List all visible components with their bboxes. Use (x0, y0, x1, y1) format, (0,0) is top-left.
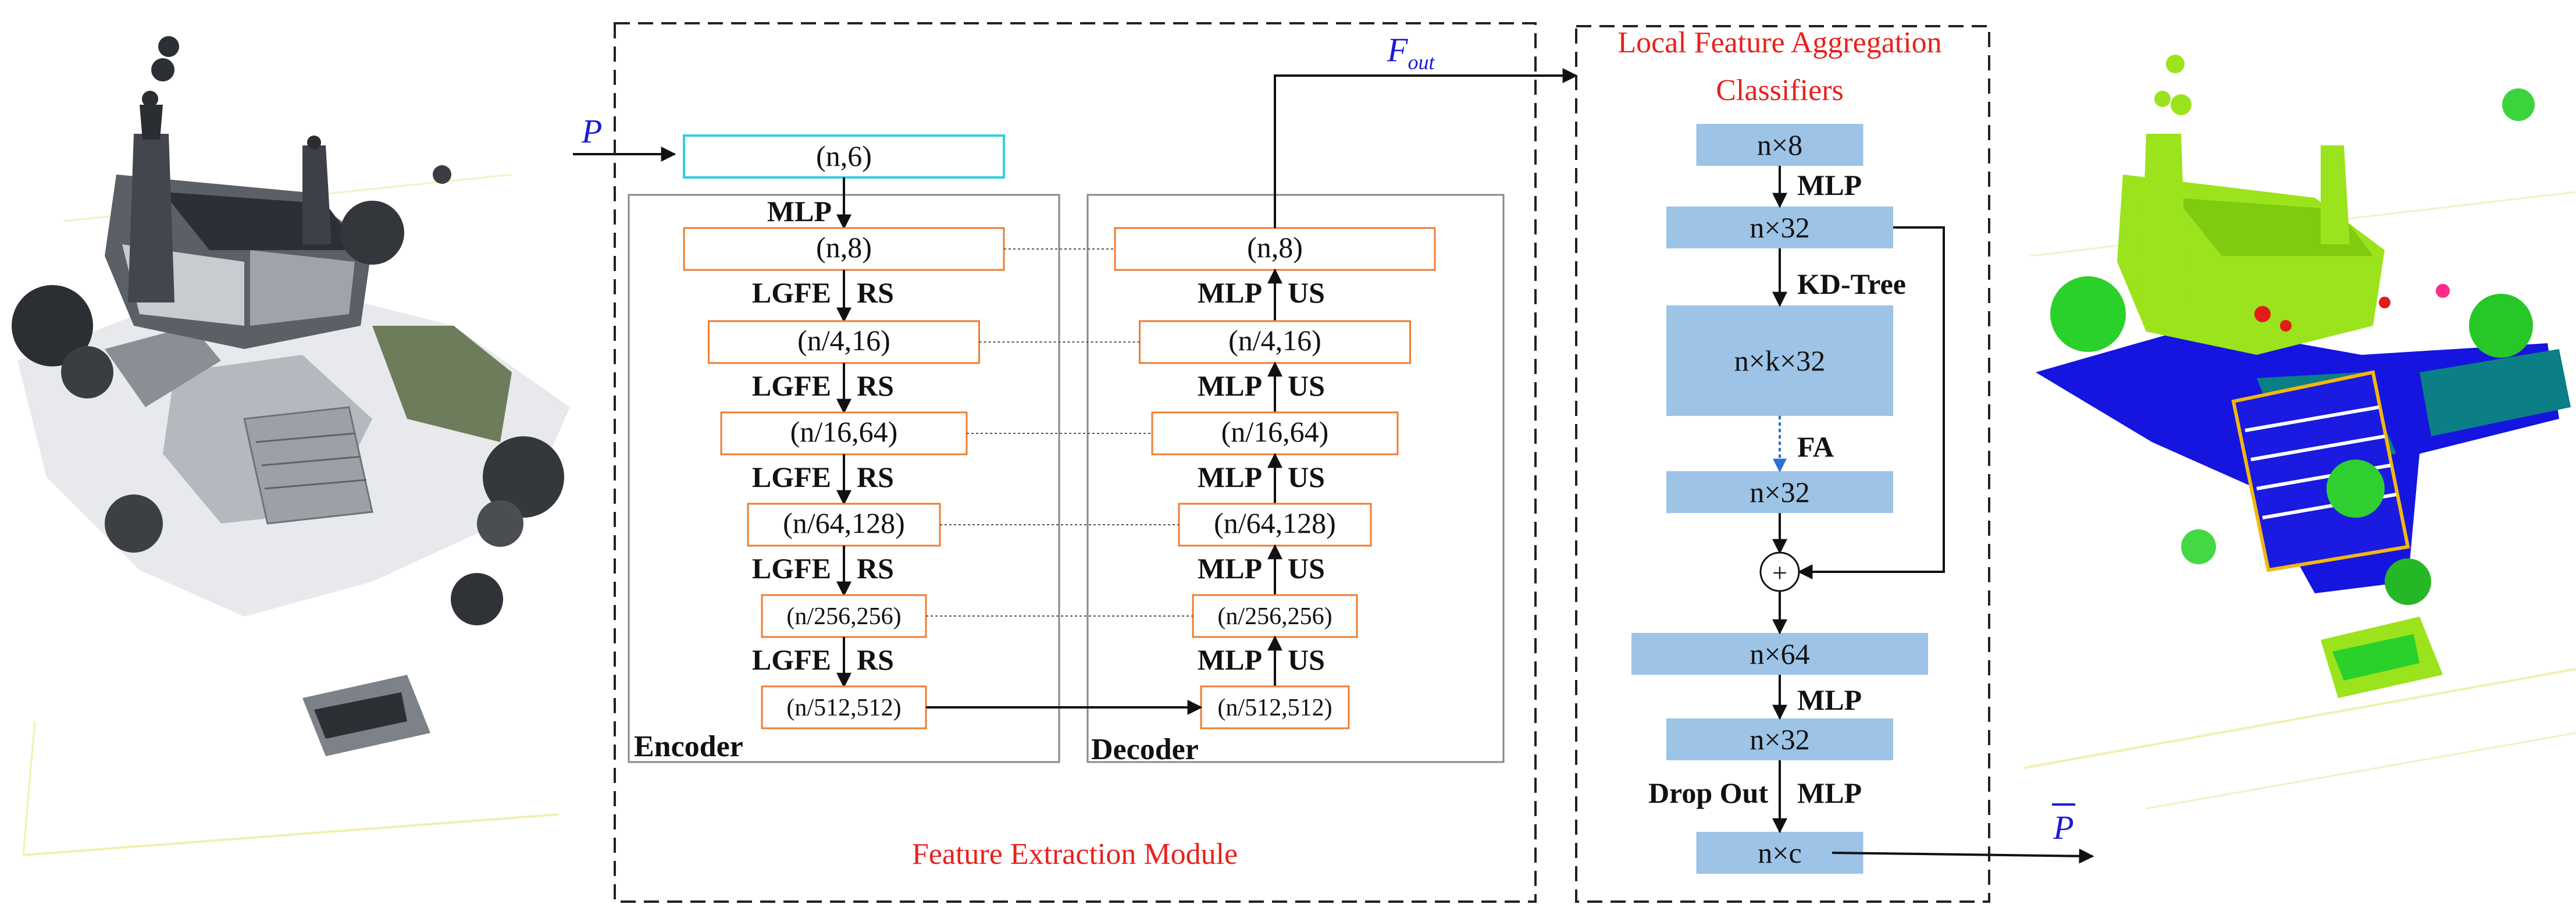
sum-symbol: + (1772, 558, 1787, 588)
fout-label: Fout (1387, 31, 1435, 74)
decoder-block-label-3: (n/16,64) (1221, 415, 1329, 448)
classifier-box-label-5: n×64 (1750, 638, 1809, 670)
fout-sub: out (1408, 51, 1435, 74)
encoder-first-op: MLP (767, 195, 832, 227)
decoder-op-right-2: US (1288, 369, 1325, 402)
classifier-box-label-2: n×32 (1750, 211, 1809, 244)
decoder-block-4 (1178, 503, 1372, 547)
decoder-op-left-5: MLP (1198, 643, 1262, 676)
decoder-block-label-2: (n/4,16) (1228, 324, 1321, 357)
decoder-label: Decoder (1091, 733, 1199, 766)
classifier-box-2 (1666, 207, 1893, 248)
encoder-label: Encoder (634, 730, 743, 763)
encoder-block-label-5: (n/256,256) (786, 603, 901, 630)
classifier-box-1 (1696, 124, 1864, 166)
residual-connection (1797, 226, 1945, 579)
encoder-block-6 (761, 685, 927, 729)
classifier-dropout-label: Drop Out (1648, 777, 1768, 809)
encoder-op-left-4: LGFE (752, 552, 831, 585)
decoder-op-left-2: MLP (1198, 369, 1262, 402)
encoder-op-right-4: RS (857, 552, 894, 585)
decoder-block-label-6: (n/512,512) (1217, 695, 1332, 721)
decoder-op-left-1: MLP (1198, 276, 1262, 309)
classifier-box-label-3: n×k×32 (1734, 344, 1825, 377)
feature-extraction-frame (614, 22, 1537, 903)
decoder-block-label-4: (n/64,128) (1214, 507, 1336, 539)
classifier-frame (1575, 25, 1990, 903)
encoder-op-right-1: RS (857, 276, 894, 309)
classifier-box-5 (1631, 633, 1928, 675)
classifier-op-1: MLP (1797, 169, 1862, 201)
encoder-block-5 (761, 594, 927, 638)
decoder-op-left-3: MLP (1198, 461, 1262, 493)
encoder-block-2 (708, 320, 980, 364)
encoder-op-right-3: RS (857, 461, 894, 493)
classifier-box-4 (1666, 471, 1893, 513)
input-tensor-label: (n,6) (816, 140, 872, 172)
classifier-box-3 (1666, 305, 1893, 416)
classifier-box-label-4: n×32 (1750, 476, 1809, 508)
classifier-op-3: FA (1797, 430, 1834, 463)
output-P-label: P (2052, 803, 2075, 846)
decoder-block-label-5: (n/256,256) (1217, 603, 1332, 630)
fout-arrow (1274, 68, 1578, 228)
classifier-op-4: MLP (1797, 684, 1862, 716)
encoder-block-label-3: (n/16,64) (790, 415, 898, 448)
decoder-op-left-4: MLP (1198, 552, 1262, 585)
encoder-block-label-2: (n/4,16) (797, 324, 890, 357)
decoder-frame (1086, 194, 1505, 763)
encoder-block-label-6: (n/512,512) (786, 695, 901, 721)
encoder-block-label-1: (n,8) (816, 231, 872, 264)
encoder-op-left-3: LGFE (752, 461, 831, 493)
feature-extraction-title: Feature Extraction Module (912, 838, 1238, 871)
classifier-box-6 (1666, 718, 1893, 760)
decoder-op-right-4: US (1288, 552, 1325, 585)
decoder-op-right-5: US (1288, 643, 1325, 676)
classifier-box-label-6: n×32 (1750, 723, 1809, 756)
classifier-box-label-1: n×8 (1757, 129, 1802, 161)
encoder-op-left-5: LGFE (752, 643, 831, 676)
decoder-block-3 (1151, 411, 1399, 455)
classifier-title-line1: Local Feature Aggregation (1617, 26, 1941, 59)
encoder-op-right-5: RS (857, 643, 894, 676)
decoder-block-2 (1139, 320, 1411, 364)
classifier-title-line2: Classifiers (1716, 74, 1844, 107)
encoder-op-right-2: RS (857, 369, 894, 402)
encoder-op-left-1: LGFE (752, 276, 831, 309)
decoder-op-right-3: US (1288, 461, 1325, 493)
decoder-block-label-1: (n,8) (1247, 231, 1303, 264)
classifier-op-2: KD-Tree (1797, 268, 1906, 300)
output-arrow (1832, 848, 2094, 864)
encoder-op-left-2: LGFE (752, 369, 831, 402)
decoder-op-right-1: US (1288, 276, 1325, 309)
encoder-block-4 (747, 503, 941, 547)
input-P-label: P (581, 112, 602, 150)
classifier-box-label-7: n×c (1758, 836, 1801, 869)
encoder-block-label-4: (n/64,128) (783, 507, 905, 539)
fout-main: F (1387, 31, 1408, 69)
output-point-cloud-icon (2023, 55, 2576, 810)
input-point-cloud-icon (12, 36, 570, 856)
classifier-op-5: MLP (1797, 777, 1862, 809)
output-P-text: P (2053, 809, 2073, 846)
input-tensor-box (683, 134, 1005, 179)
